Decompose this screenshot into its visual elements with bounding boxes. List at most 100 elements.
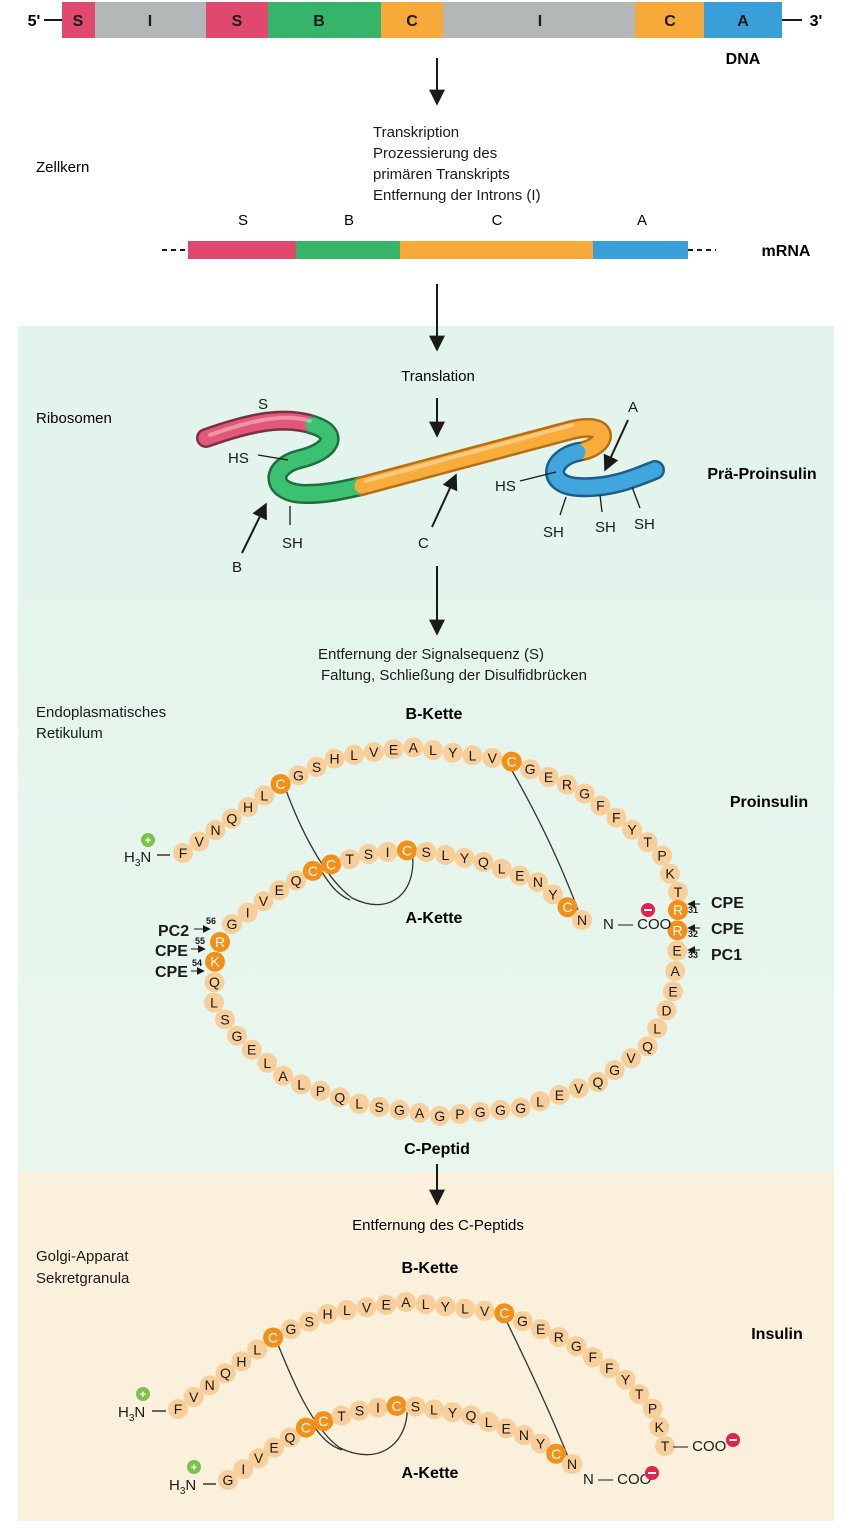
c-peptide-residue-bead [310, 1080, 331, 1101]
proinsulin-b-chain-residue: T [637, 832, 658, 853]
proinsulin-a-chain-residue: S [416, 842, 437, 862]
proinsulin-a-chain-residue-bead [454, 847, 475, 868]
c-peptide-residue-letter: L [210, 995, 218, 1011]
insulin-b-chain-residue-bead [649, 1417, 670, 1437]
insulin-a-chain-residue-letter: G [223, 1472, 234, 1488]
proinsulin-b-chain-residue-letter: Y [448, 745, 458, 761]
proinsulin-b-chain-residue-bead [254, 785, 275, 806]
proinsulin-a-chain-residue-letter: V [259, 893, 269, 909]
disulfide-bond-b7-a7 [282, 781, 414, 906]
c-peptide-residue: D [656, 1000, 677, 1021]
insulin-b-chain-residue-bead [336, 1300, 357, 1320]
insulin-b-chain-residue: V [474, 1300, 495, 1321]
proinsulin-a-chain-residue-letter: E [275, 882, 284, 898]
proinsulin-a-chain-residue-bead [527, 872, 548, 893]
insulin-b-chain-residue-bead [494, 1303, 515, 1324]
connector-line [559, 496, 567, 516]
c-peptide-residue-bead [647, 1018, 668, 1039]
c-peptide-residue-letter: E [555, 1087, 564, 1103]
c-peptide-residue-bead [663, 981, 683, 1002]
insulin-b-chain-residue-letter: F [589, 1349, 598, 1365]
proinsulin-a-chain-residue: Y [454, 847, 475, 868]
dna-segment-c2 [635, 2, 704, 38]
proinsulin-b-chain-residue-bead [668, 882, 688, 902]
insulin-b-chain-residue-bead [455, 1298, 475, 1319]
c-peptide-residue-bead [257, 1052, 278, 1073]
c-peptide-residue-bead [549, 1084, 570, 1105]
insulin-a-chain-residue: N [562, 1454, 582, 1474]
proinsulin-a-chain-residue-bead [435, 845, 456, 865]
plus-sign: + [145, 835, 151, 847]
proinsulin-b-chain-residue: Y [442, 742, 463, 763]
insulin-a-chain-residue-letter: C [318, 1413, 328, 1429]
proinsulin-b-chain-residue-bead [482, 747, 503, 768]
proinsulin-b-chain-residue-bead [606, 807, 627, 828]
insulin-b-chain-residue: T [629, 1384, 650, 1405]
translation-step-label: Translation [401, 368, 475, 385]
c-peptide-residue-bead [273, 1065, 293, 1086]
proinsulin-a-chain-residue: C [557, 897, 578, 918]
c-peptide-residue-letter: R [672, 922, 682, 938]
insulin-a-chain-residue: I [233, 1459, 254, 1480]
c-peptide-residue: G [429, 1105, 450, 1126]
insulin-a-chain-residue: E [264, 1437, 284, 1458]
insulin-b-chain-residue: H [231, 1351, 252, 1372]
insulin-b-chain-residue: R [548, 1327, 569, 1348]
insulin-a-chain-residue-letter: Q [466, 1407, 477, 1423]
insulin-a-chain-residue-letter: C [301, 1420, 311, 1436]
proinsulin-disulfide-bonds [282, 761, 579, 911]
c-peptide-residue-letter: G [394, 1102, 405, 1118]
c-peptide-residue: G [389, 1099, 410, 1120]
dna-segment-i1 [95, 2, 206, 38]
proinsulin-b-chain-residue: C [501, 751, 522, 772]
insulin-b-chain-residue-letter: F [605, 1360, 614, 1376]
proinsulin-b-chain-residue-letter: F [596, 798, 605, 814]
c-peptide-residue-letter: G [515, 1100, 526, 1116]
cleavage-position: 56 [206, 916, 216, 926]
c-peptide-residue-letter: G [609, 1062, 620, 1078]
minus-sign [644, 909, 652, 911]
insulin-a-chain-residue: L [478, 1411, 499, 1432]
c-peptide-residue: V [621, 1048, 642, 1069]
preproinsulin-label-sh: SH [543, 524, 564, 541]
insulin-b-chain-residue: K [649, 1417, 670, 1437]
proinsulin-b-chain-residue-bead [637, 832, 658, 853]
proinsulin-b-chain-residue: T [668, 882, 688, 902]
proinsulin-b-chain-residue: V [482, 747, 503, 768]
insulin-b-chain-residue-bead [183, 1387, 204, 1408]
mrna-strand: S B C A mRNA [162, 212, 811, 260]
insulin-a-chain-residue: I [368, 1397, 388, 1418]
insulin-b-chain-residue: T [655, 1436, 675, 1456]
proinsulin-b-chain-residue: H [238, 797, 259, 817]
insulin-b-chain-residue-bead [530, 1319, 551, 1340]
transcription-step-line: Entfernung der Introns (I) [373, 187, 541, 204]
insulin-b-chain-residue-letter: H [236, 1353, 246, 1369]
proinsulin-a-chain-residue: V [253, 891, 274, 912]
insulin-a-chain-residue-letter: C [551, 1446, 561, 1462]
c-peptide-residue-bead [665, 961, 686, 981]
insulin-b-chain-residue-bead [247, 1339, 268, 1360]
proinsulin-a-chain-residue-letter: Q [291, 873, 302, 889]
c-peptide-residue-bead [588, 1072, 608, 1092]
proinsulin-b-chain-residue-letter: G [579, 786, 590, 802]
insulin-b-chain-residue-letter: R [554, 1329, 564, 1345]
c-peptide-residue: G [604, 1060, 625, 1081]
proinsulin-a-chain-residue-letter: L [442, 847, 450, 863]
cleavage-position: 33 [688, 950, 698, 960]
insulin-b-chain-residue: G [281, 1319, 301, 1340]
er-location-line: Retikulum [36, 725, 103, 742]
c-peptide-residue-letter: Q [209, 974, 220, 990]
c-peptide-residue-letter: G [434, 1108, 445, 1124]
golgi-location-line: Golgi-Apparat [36, 1248, 129, 1265]
proinsulin-a-chain-residue-bead [269, 880, 290, 901]
c-peptide-residue-bead [291, 1074, 312, 1095]
insulin-b-chain-residue: L [455, 1298, 475, 1319]
proinsulin-b-chain-residue: E [538, 766, 559, 787]
proinsulin-b-chain-residue-letter: P [657, 848, 666, 864]
c-peptide-residue-letter: G [232, 1028, 243, 1044]
insulin-a-chain-residue-letter: L [485, 1414, 493, 1430]
insulin-b-chain-residue: L [247, 1339, 268, 1360]
disulfide-bond-b19-a20 [502, 1313, 571, 1463]
insulin-b-chain-residue-bead [199, 1375, 220, 1396]
proinsulin-b-chain-residue-bead [270, 774, 291, 794]
